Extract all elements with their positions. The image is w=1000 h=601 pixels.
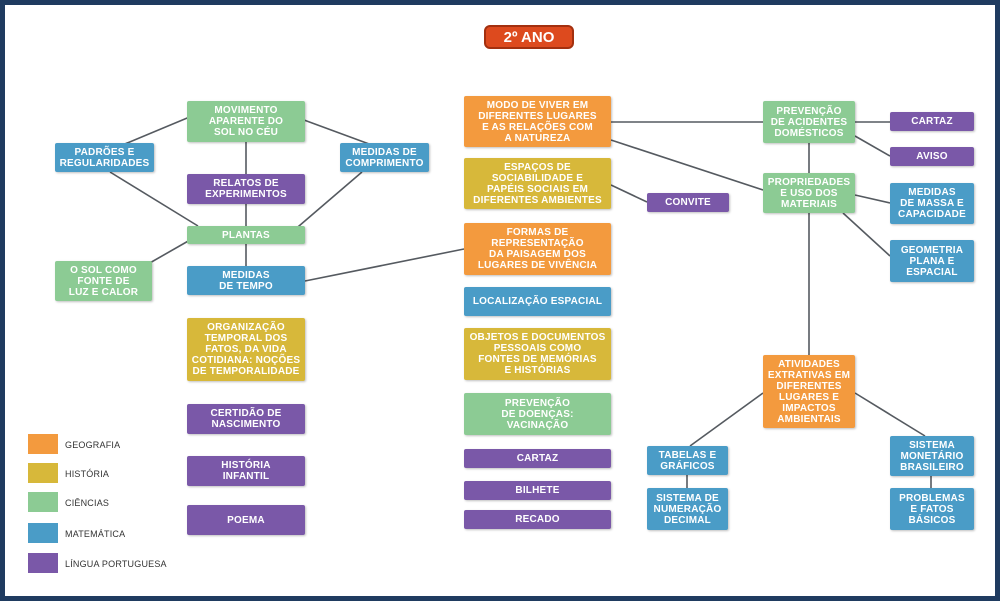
node-prevencao-acidentes: PREVENÇÃO DE ACIDENTES DOMÉSTICOS (763, 101, 855, 143)
node-sistema-monetario: SISTEMA MONETÁRIO BRASILEIRO (890, 436, 974, 476)
node-objetos-documentos: OBJETOS E DOCUMENTOS PESSOAIS COMO FONTE… (464, 328, 611, 380)
node-aviso: AVISO (890, 147, 974, 166)
legend-swatch-ciencias (28, 492, 58, 512)
edge-comprimento-plantas (291, 171, 363, 233)
node-sol-fonte: O SOL COMO FONTE DE LUZ E CALOR (55, 261, 152, 301)
edge-atividades-monetario (854, 392, 926, 437)
node-espacos-sociabilidade: ESPAÇOS DE SOCIABILIDADE E PAPÉIS SOCIAI… (464, 158, 611, 209)
legend-swatch-historia (28, 463, 58, 483)
legend-label-lingua-portuguesa: LÍNGUA PORTUGUESA (65, 559, 167, 569)
node-movimento-aparente: MOVIMENTO APARENTE DO SOL NO CÉU (187, 101, 305, 142)
legend-label-matematica: MATEMÁTICA (65, 529, 126, 539)
node-problemas-fatos: PROBLEMAS E FATOS BÁSICOS (890, 488, 974, 530)
edge-tempo-formas (304, 248, 465, 282)
node-prevencao-doencas: PREVENÇÃO DE DOENÇAS: VACINAÇÃO (464, 393, 611, 435)
node-cartaz-center: CARTAZ (464, 449, 611, 468)
legend-swatch-matematica (28, 523, 58, 543)
node-geometria: GEOMETRIA PLANA E ESPACIAL (890, 240, 974, 282)
node-recado: RECADO (464, 510, 611, 529)
edge-espacos-convite (610, 184, 648, 203)
node-historia-infantil: HISTÓRIA INFANTIL (187, 456, 305, 486)
edge-plantas-sol (147, 239, 191, 265)
edge-atividades-tabelas (689, 392, 764, 447)
node-convite: CONVITE (647, 193, 729, 212)
node-atividades-extrativas: ATIVIDADES EXTRATIVAS EM DIFERENTES LUGA… (763, 355, 855, 428)
node-medidas-comprimento: MEDIDAS DE COMPRIMENTO (340, 143, 429, 172)
legend-label-historia: HISTÓRIA (65, 469, 110, 479)
legend-swatch-lingua-portuguesa (28, 553, 58, 573)
node-poema: POEMA (187, 505, 305, 535)
node-tabelas-graficos: TABELAS E GRÁFICOS (647, 446, 728, 475)
legend-label-geografia: GEOGRAFIA (65, 440, 121, 450)
node-medidas-massa: MEDIDAS DE MASSA E CAPACIDADE (890, 183, 974, 224)
edge-modo-propriedades (610, 139, 764, 191)
node-certidao-nascimento: CERTIDÃO DE NASCIMENTO (187, 404, 305, 434)
edge-prevencao-aviso (854, 135, 891, 157)
node-propriedades-materiais: PROPRIEDADES E USO DOS MATERIAIS (763, 173, 855, 213)
edge-padroes-plantas (109, 171, 199, 227)
edge-propriedades-geometria (842, 212, 891, 257)
edge-propriedades-massa (854, 194, 891, 204)
node-bilhete: BILHETE (464, 481, 611, 500)
node-sistema-numeracao: SISTEMA DE NUMERAÇÃO DECIMAL (647, 488, 728, 530)
node-localizacao-espacial: LOCALIZAÇÃO ESPACIAL (464, 287, 611, 316)
node-modo-de-viver: MODO DE VIVER EM DIFERENTES LUGARES E AS… (464, 96, 611, 147)
node-cartaz-right: CARTAZ (890, 112, 974, 131)
node-plantas: PLANTAS (187, 226, 305, 244)
edge-movimento-padroes (119, 115, 193, 147)
node-formas-representacao: FORMAS DE REPRESENTAÇÃO DA PAISAGEM DOS … (464, 223, 611, 275)
node-padroes-regularidades: PADRÕES E REGULARIDADES (55, 143, 154, 172)
node-medidas-tempo: MEDIDAS DE TEMPO (187, 266, 305, 295)
node-relatos-experimentos: RELATOS DE EXPERIMENTOS (187, 174, 305, 204)
node-organizacao-temporal: ORGANIZAÇÃO TEMPORAL DOS FATOS, DA VIDA … (187, 318, 305, 381)
legend-swatch-geografia (28, 434, 58, 454)
legend-label-ciencias: CIÊNCIAS (65, 498, 110, 508)
page-title: 2º ANO (484, 25, 574, 49)
